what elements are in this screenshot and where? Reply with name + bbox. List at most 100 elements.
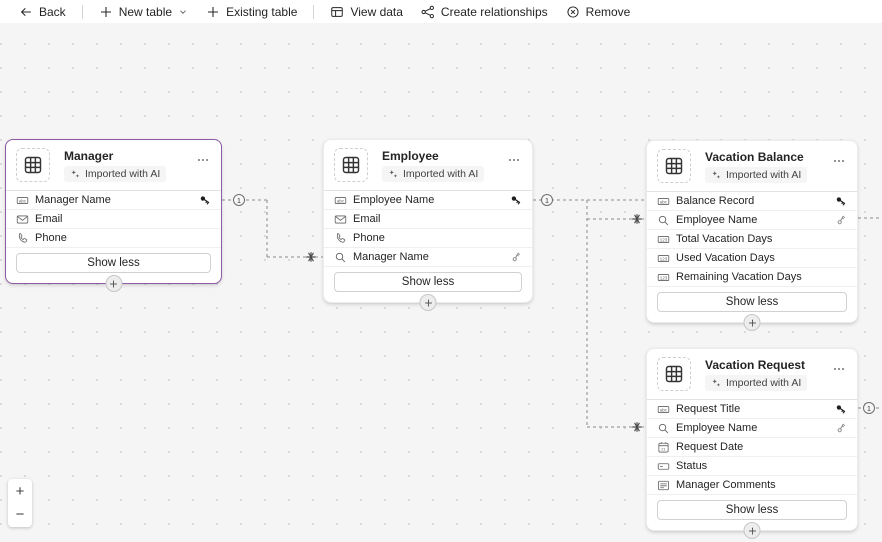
field-label: Email xyxy=(353,213,381,225)
toolbar-existing-table[interactable]: Existing table xyxy=(197,0,306,23)
choice-field-icon xyxy=(657,460,670,473)
email-field-icon xyxy=(334,213,347,226)
number-field-icon: 123 xyxy=(657,271,670,284)
svg-text:abc: abc xyxy=(337,198,345,203)
show-less-button[interactable]: Show less xyxy=(657,292,847,312)
toolbar-view-data[interactable]: View data xyxy=(321,0,411,23)
field-row-request-date[interactable]: 21 Request Date xyxy=(647,438,857,457)
field-label: Phone xyxy=(353,232,385,244)
text-field-icon: abc xyxy=(657,403,670,416)
primary-key-icon xyxy=(199,194,211,206)
add-related-table-button[interactable] xyxy=(105,275,122,292)
toolbar-create-relationships[interactable]: Create relationships xyxy=(412,0,557,23)
table-title: Vacation Balance xyxy=(705,150,804,164)
existing-table-icon xyxy=(206,5,220,19)
number-field-icon: 123 xyxy=(657,233,670,246)
toolbar-label: Existing table xyxy=(226,4,298,19)
field-label: Request Title xyxy=(676,403,741,415)
field-label: Total Vacation Days xyxy=(676,233,773,245)
add-related-table-button[interactable] xyxy=(743,314,761,331)
more-options-button[interactable] xyxy=(829,152,849,170)
add-related-table-button[interactable] xyxy=(743,522,761,539)
table-icon xyxy=(657,357,691,391)
sparkle-icon xyxy=(388,169,399,180)
badge-label: Imported with AI xyxy=(726,169,802,181)
svg-text:123: 123 xyxy=(660,275,668,280)
toolbar-new-table[interactable]: New table xyxy=(90,0,197,23)
field-label: Used Vacation Days xyxy=(676,252,775,264)
toolbar-label: New table xyxy=(118,4,173,19)
field-row-employee-name[interactable]: Employee Name xyxy=(647,211,857,230)
field-label: Email xyxy=(35,213,63,225)
lookup-field-icon xyxy=(657,214,670,227)
field-row-balance-record[interactable]: abc Balance Record xyxy=(647,192,857,211)
date-field-icon: 21 xyxy=(657,441,670,454)
toolbar-separator xyxy=(81,4,83,19)
toolbar-label: Back xyxy=(39,4,66,19)
show-less-button[interactable]: Show less xyxy=(334,272,522,292)
chevron-down-icon xyxy=(178,7,188,17)
sparkle-icon xyxy=(711,378,722,389)
field-row-total-vacation-days[interactable]: 123 Total Vacation Days xyxy=(647,230,857,249)
field-row-email[interactable]: Email xyxy=(324,210,532,229)
show-less-button[interactable]: Show less xyxy=(657,500,847,520)
field-label: Request Date xyxy=(676,441,744,453)
toolbar-remove[interactable]: Remove xyxy=(557,0,640,23)
field-row-request-title[interactable]: abc Request Title xyxy=(647,400,857,419)
toolbar-label: View data xyxy=(350,4,403,19)
field-row-status[interactable]: Status xyxy=(647,457,857,476)
imported-with-ai-badge: Imported with AI xyxy=(382,166,485,182)
field-row-manager-comments[interactable]: Manager Comments xyxy=(647,476,857,495)
add-related-table-button[interactable] xyxy=(419,294,437,311)
svg-text:abc: abc xyxy=(19,198,27,203)
multiline-field-icon xyxy=(657,479,670,492)
toolbar-back[interactable]: Back xyxy=(10,0,75,23)
lookup-field-icon xyxy=(657,422,670,435)
toolbar: Back New table Existing table View data Crea… xyxy=(0,0,882,23)
field-label: Balance Record xyxy=(676,195,755,207)
zoom-out-button[interactable]: − xyxy=(8,503,32,526)
badge-label: Imported with AI xyxy=(726,377,802,389)
field-label: Manager Comments xyxy=(676,479,776,491)
foreign-key-icon xyxy=(510,251,522,263)
more-options-button[interactable] xyxy=(193,151,213,169)
show-less-button[interactable]: Show less xyxy=(16,253,211,273)
table-icon xyxy=(334,148,368,182)
table-icon xyxy=(16,148,50,182)
new-table-icon xyxy=(99,5,113,19)
more-options-button[interactable] xyxy=(829,360,849,378)
field-row-email[interactable]: Email xyxy=(6,210,221,229)
imported-with-ai-badge: Imported with AI xyxy=(705,167,808,183)
zoom-control: + − xyxy=(8,479,32,527)
field-label: Employee Name xyxy=(676,214,758,226)
more-options-button[interactable] xyxy=(504,151,524,169)
field-row-manager-name[interactable]: Manager Name xyxy=(324,248,532,267)
field-row-employee-name[interactable]: Employee Name xyxy=(647,419,857,438)
back-icon xyxy=(19,5,33,19)
svg-text:abc: abc xyxy=(660,199,668,204)
zoom-in-button[interactable]: + xyxy=(8,480,32,503)
text-field-icon: abc xyxy=(657,195,670,208)
phone-field-icon xyxy=(334,232,347,245)
field-row-manager-name[interactable]: abc Manager Name xyxy=(6,191,221,210)
field-row-phone[interactable]: Phone xyxy=(6,229,221,248)
field-row-phone[interactable]: Phone xyxy=(324,229,532,248)
field-label: Manager Name xyxy=(35,194,111,206)
remove-icon xyxy=(566,5,580,19)
sparkle-icon xyxy=(70,169,81,180)
